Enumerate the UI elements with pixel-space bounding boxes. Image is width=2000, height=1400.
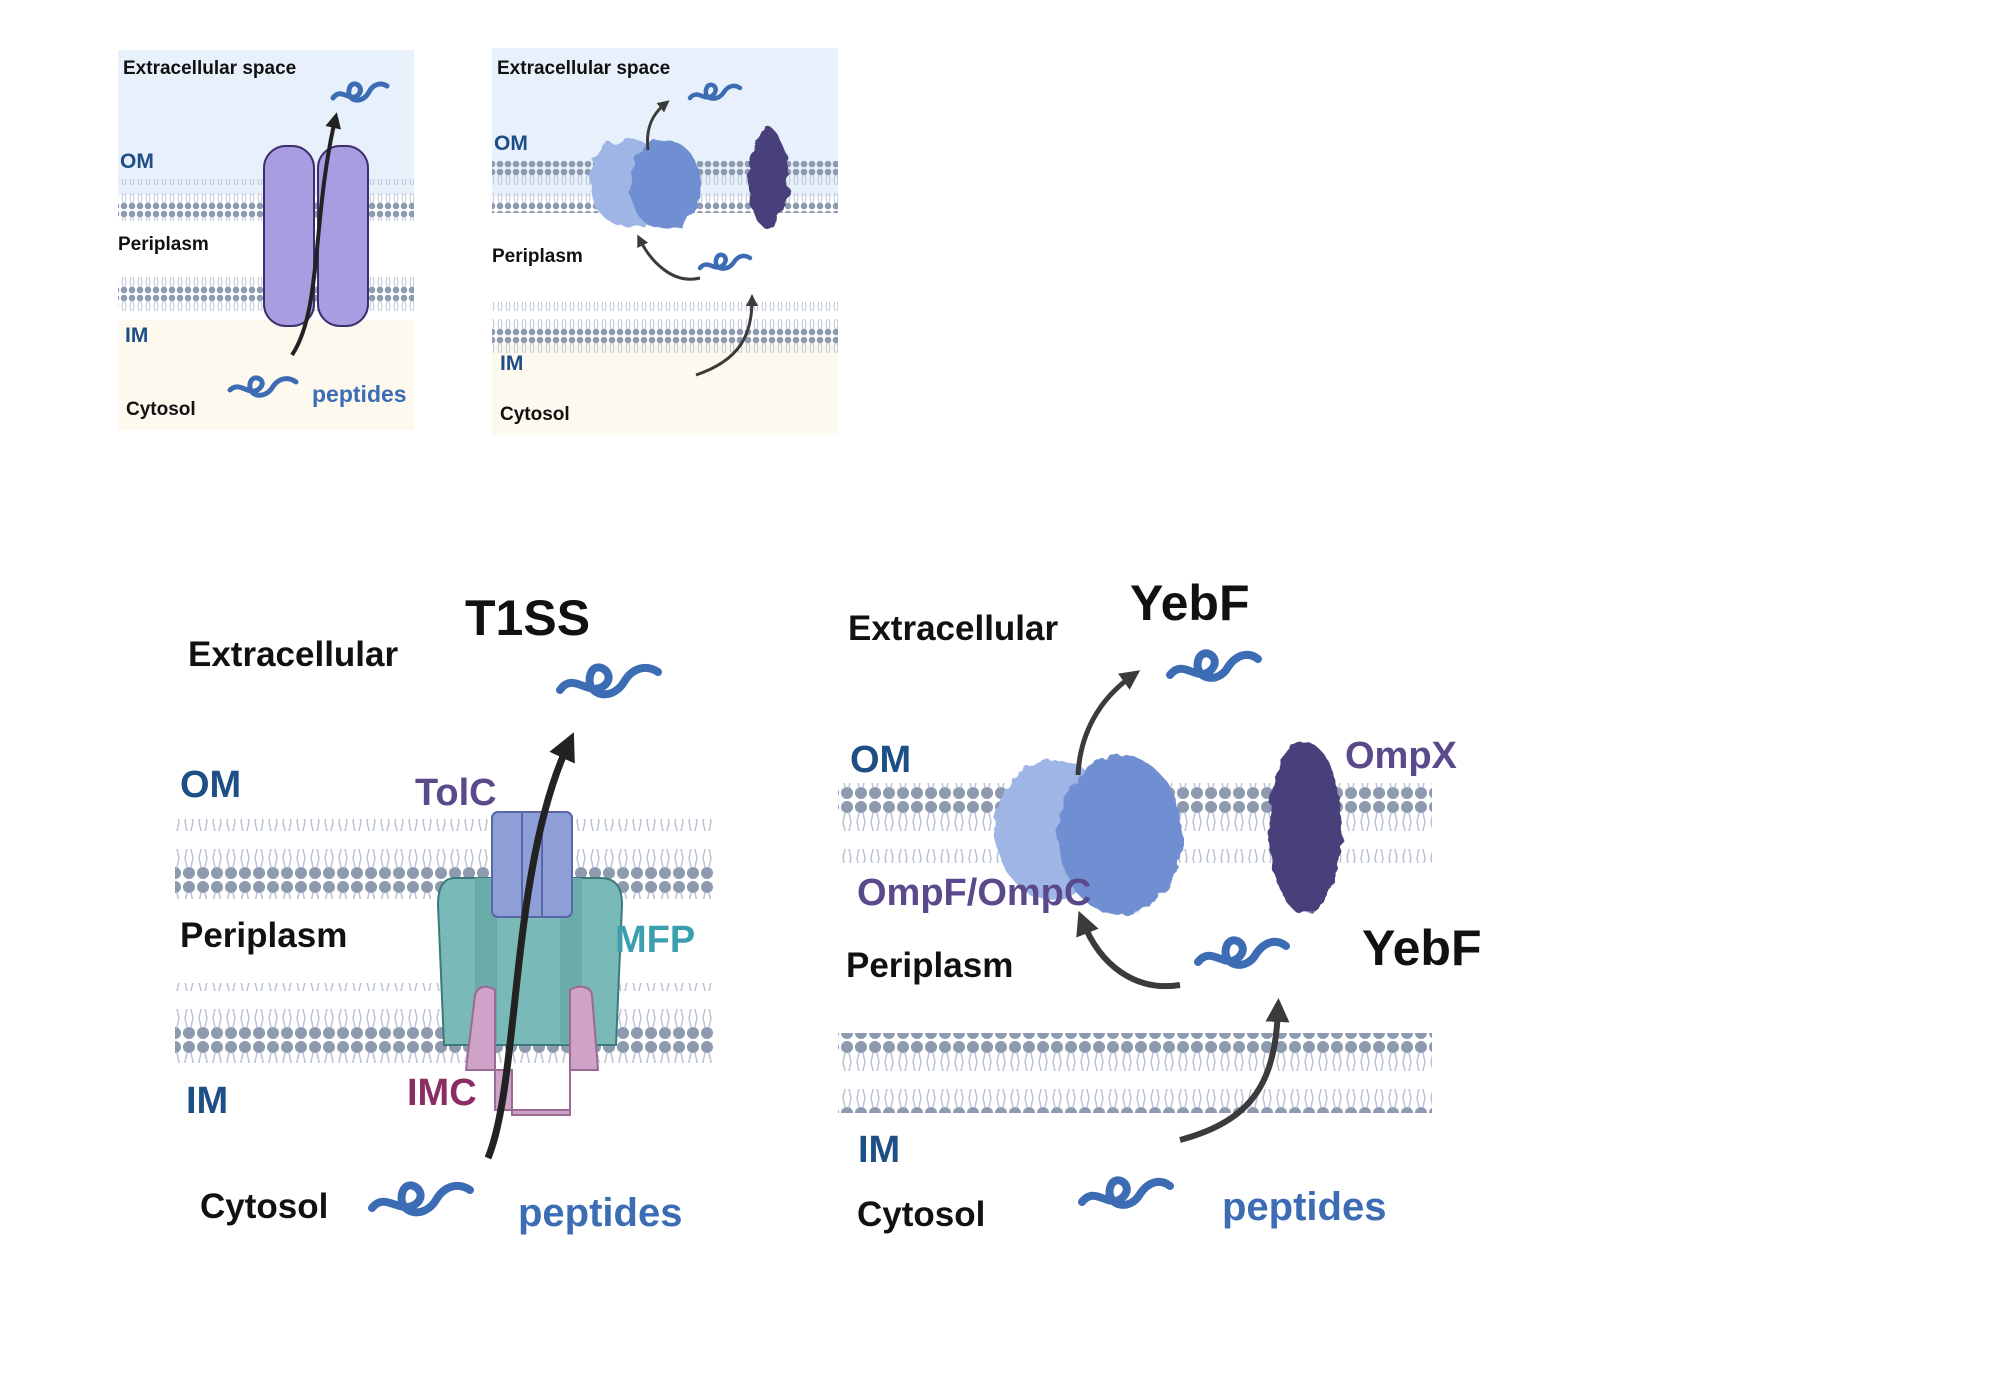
yebf-im-label: IM [858, 1129, 900, 1171]
small-right-cytosol-label: Cytosol [500, 404, 570, 425]
t1ss-extracellular-label: Extracellular [188, 635, 398, 674]
yebf-ompf-ompc-label: OmpF/OmpC [857, 872, 1091, 914]
yebf-periplasm-yebf-label: YebF [1362, 920, 1481, 976]
t1ss-peptide-in-icon [368, 1181, 474, 1217]
yebf-peptides-label: peptides [1222, 1185, 1386, 1229]
t1ss-om-label: OM [180, 764, 241, 806]
yebf-periplasm-arrow [1076, 910, 1181, 990]
small-right-periplasm-arrow [637, 234, 701, 281]
small-right-peptide-out-icon [687, 82, 743, 101]
small-right-om-label: OM [494, 132, 528, 155]
yebf-ompx-label: OmpX [1345, 735, 1458, 777]
yebf-inner-membrane [838, 1033, 1432, 1113]
t1ss-peptide-out-icon [556, 663, 662, 699]
ompf-ompc-icon [995, 755, 1182, 915]
yebf-im-arrow [1179, 998, 1290, 1143]
t1ss-panel: T1SS Extracellular OM TolC Periplasm MFP… [175, 590, 713, 1235]
yebf-extracellular-label: Extracellular [848, 609, 1058, 648]
small-right-export-arrow [645, 100, 670, 151]
t1ss-tolc-label: TolC [415, 772, 497, 814]
small-left-panel: Extracellular space OM Periplasm IM Cyto… [118, 50, 414, 430]
t1ss-periplasm-label: Periplasm [180, 916, 347, 955]
channel-protein-icon [263, 145, 369, 327]
yebf-periplasm-label: Periplasm [846, 946, 1013, 985]
yebf-export-arrow [1075, 670, 1141, 776]
small-right-inner-membrane [492, 302, 838, 354]
small-right-periplasm-label: Periplasm [492, 246, 583, 267]
small-left-cytosol-label: Cytosol [126, 399, 196, 420]
t1ss-title: T1SS [465, 590, 590, 646]
imc-icon [464, 985, 600, 1116]
small-right-peptide-periplasm-icon [697, 252, 753, 271]
yebf-peptide-in-icon [1078, 1176, 1174, 1209]
small-left-om-label: OM [120, 150, 154, 173]
small-left-extracellular-label: Extracellular space [123, 58, 296, 79]
yebf-peptide-out-icon [1166, 649, 1262, 682]
yebf-panel: YebF Extracellular OM OmpX OmpF/OmpC Per… [838, 575, 1481, 1234]
small-left-im-label: IM [125, 324, 148, 347]
yebf-peptide-periplasm-icon [1194, 936, 1290, 969]
t1ss-cytosol-label: Cytosol [200, 1187, 328, 1226]
small-left-periplasm-label: Periplasm [118, 234, 209, 255]
small-left-peptides-label: peptides [312, 381, 407, 407]
ompx-icon [748, 128, 788, 228]
t1ss-peptides-label: peptides [518, 1191, 682, 1235]
t1ss-export-arrow [484, 732, 575, 1160]
yebf-om-label: OM [850, 739, 911, 781]
t1ss-im-label: IM [186, 1080, 228, 1122]
t1ss-mfp-label: MFP [615, 919, 695, 961]
t1ss-imc-label: IMC [407, 1072, 477, 1114]
small-right-im-label: IM [500, 352, 523, 375]
small-right-panel: Extracellular space OM Periplasm IM Cyto… [492, 48, 838, 435]
ompx-protein-icon [1269, 742, 1341, 914]
small-left-peptide-in-icon [227, 375, 299, 398]
small-right-extracellular-label: Extracellular space [497, 58, 670, 79]
yebf-cytosol-label: Cytosol [857, 1195, 985, 1234]
small-left-peptide-out-icon [330, 81, 390, 103]
ompf-porin-icon [590, 139, 701, 230]
small-right-im-arrow [695, 294, 758, 377]
yebf-title: YebF [1130, 575, 1249, 631]
small-left-export-arrow [290, 112, 342, 357]
